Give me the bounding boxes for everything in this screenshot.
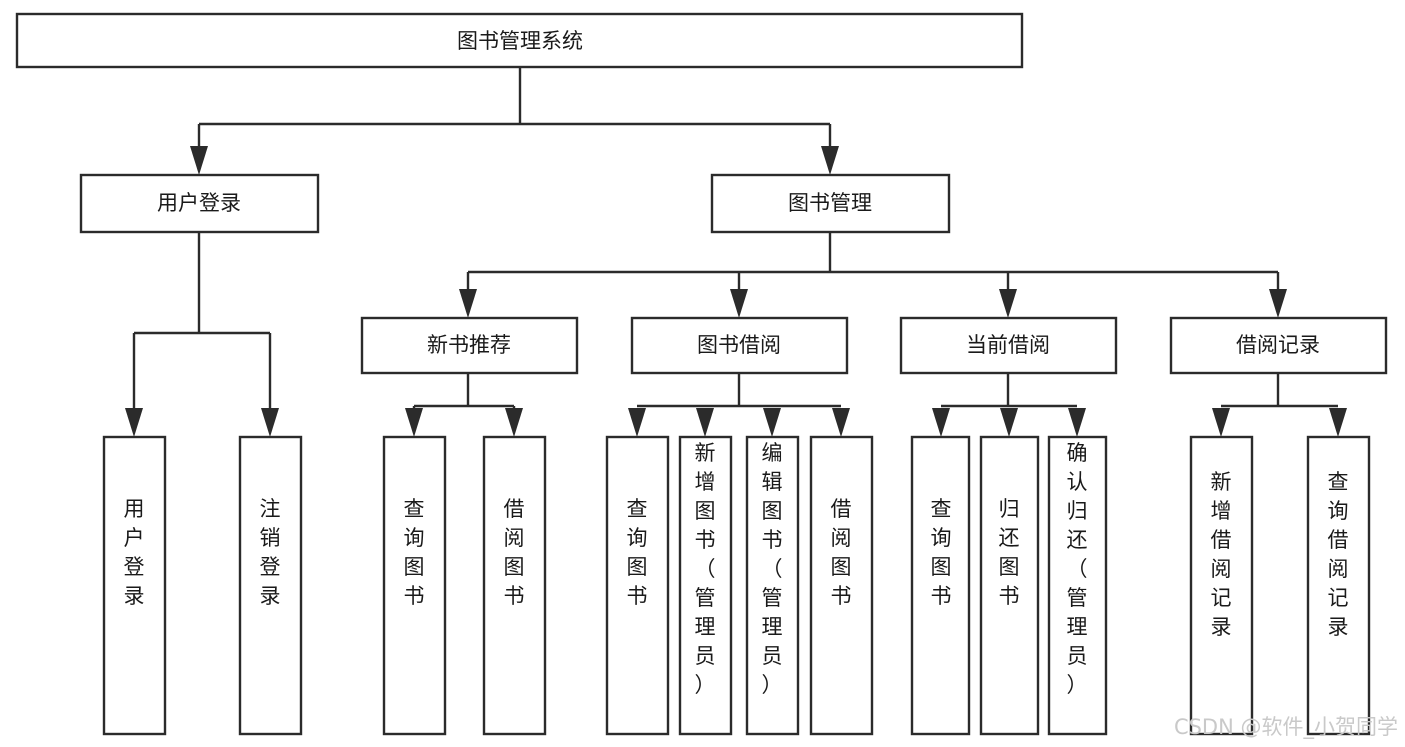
leaf-user-login-user-login-box[interactable] <box>102 435 167 736</box>
node-book-management-box[interactable] <box>710 173 951 234</box>
leaf-book-borrow-query-book-label: 查询图书 <box>627 497 648 608</box>
arrow-leaf-current-borrow-3 <box>1068 408 1086 437</box>
arrow-leaf-current-borrow-2 <box>1000 408 1018 437</box>
leaf-borrow-record-query-record-label: 查询借阅记录 <box>1328 470 1349 639</box>
leaf-current-borrow-confirm-return-admin-label: 确认归还（管理员） <box>1067 441 1088 697</box>
csdn-watermark: CSDN @软件_小贺同学 <box>1174 715 1398 740</box>
node-borrow-record[interactable]: 借阅记录 <box>1169 316 1388 375</box>
leaf-new-book-borrow-book-label: 借阅图书 <box>504 497 525 608</box>
leaf-book-borrow-add-book-admin-box[interactable] <box>678 435 733 736</box>
node-book-borrow-label: 图书借阅 <box>697 333 781 357</box>
node-user-login-label: 用户登录 <box>157 191 241 215</box>
leaf-user-login-user-login-label: 用户登录 <box>124 497 145 608</box>
connector-layer <box>125 67 1347 437</box>
node-user-login-box[interactable] <box>79 173 320 234</box>
leaf-user-login-user-login[interactable]: 用户登录 <box>102 435 167 736</box>
leaf-current-borrow-return-book-label: 归还图书 <box>999 497 1020 608</box>
arrow-leaf-book-borrow-3 <box>763 408 781 437</box>
leaf-book-borrow-edit-book-admin[interactable]: 编辑图书（管理员） <box>745 435 800 736</box>
arrow-leaf-new-book-2 <box>505 408 523 437</box>
leaf-current-borrow-return-book[interactable]: 归还图书 <box>979 435 1040 736</box>
arrow-to-book-manage <box>821 146 839 175</box>
arrow-leaf-user-login-2 <box>261 408 279 437</box>
arrow-leaf-borrow-record-1 <box>1212 408 1230 437</box>
arrow-to-book-borrow <box>730 289 748 318</box>
leaf-borrow-record-add-record[interactable]: 新增借阅记录 <box>1189 435 1254 736</box>
arrow-leaf-book-borrow-4 <box>832 408 850 437</box>
leaf-current-borrow-confirm-return-admin-box[interactable] <box>1047 435 1108 736</box>
node-book-borrow-box[interactable] <box>630 316 849 375</box>
node-new-book-recommend-label: 新书推荐 <box>427 333 511 357</box>
leaf-book-borrow-borrow-book-label: 借阅图书 <box>831 497 852 608</box>
arrow-leaf-current-borrow-1 <box>932 408 950 437</box>
leaf-book-borrow-query-book-box[interactable] <box>605 435 670 736</box>
arrow-to-new-book <box>459 289 477 318</box>
leaf-new-book-query-book-label: 查询图书 <box>404 497 425 608</box>
leaf-book-borrow-borrow-book[interactable]: 借阅图书 <box>809 435 874 736</box>
node-current-borrow-box[interactable] <box>899 316 1118 375</box>
arrow-to-user-login <box>190 146 208 175</box>
leaf-book-borrow-edit-book-admin-label: 编辑图书（管理员） <box>762 441 783 697</box>
arrow-leaf-book-borrow-2 <box>696 408 714 437</box>
leaf-current-borrow-confirm-return-admin[interactable]: 确认归还（管理员） <box>1047 435 1108 736</box>
arrow-to-current-borrow <box>999 289 1017 318</box>
node-book-borrow[interactable]: 图书借阅 <box>630 316 849 375</box>
arrow-leaf-borrow-record-2 <box>1329 408 1347 437</box>
leaf-book-borrow-query-book[interactable]: 查询图书 <box>605 435 670 736</box>
leaf-borrow-record-query-record-box[interactable] <box>1306 435 1371 736</box>
arrow-leaf-book-borrow-1 <box>628 408 646 437</box>
leaf-book-borrow-add-book-admin-label: 新增图书（管理员） <box>695 441 716 697</box>
leaf-current-borrow-query-book-label: 查询图书 <box>931 497 952 608</box>
node-user-login[interactable]: 用户登录 <box>79 173 320 234</box>
leaf-borrow-record-query-record[interactable]: 查询借阅记录 <box>1306 435 1371 736</box>
leaf-current-borrow-query-book-box[interactable] <box>910 435 971 736</box>
leaf-borrow-record-add-record-label: 新增借阅记录 <box>1211 470 1232 639</box>
arrow-to-borrow-record <box>1269 289 1287 318</box>
node-current-borrow[interactable]: 当前借阅 <box>899 316 1118 375</box>
leaf-new-book-query-book[interactable]: 查询图书 <box>382 435 447 736</box>
leaf-book-borrow-add-book-admin[interactable]: 新增图书（管理员） <box>678 435 733 736</box>
node-borrow-record-box[interactable] <box>1169 316 1388 375</box>
leaf-user-login-logout-box[interactable] <box>238 435 303 736</box>
arrow-leaf-user-login-1 <box>125 408 143 437</box>
node-borrow-record-label: 借阅记录 <box>1236 333 1320 357</box>
leaf-current-borrow-query-book[interactable]: 查询图书 <box>910 435 971 736</box>
node-root-book-management-system[interactable]: 图书管理系统 <box>15 12 1024 69</box>
node-new-book-recommend[interactable]: 新书推荐 <box>360 316 579 375</box>
leaf-user-login-logout-label: 注销登录 <box>260 497 281 608</box>
leaf-borrow-record-add-record-box[interactable] <box>1189 435 1254 736</box>
node-root-label: 图书管理系统 <box>457 29 583 53</box>
node-book-management[interactable]: 图书管理 <box>710 173 951 234</box>
leaf-new-book-borrow-book-box[interactable] <box>482 435 547 736</box>
arrow-leaf-new-book-1 <box>405 408 423 437</box>
leaf-new-book-query-book-box[interactable] <box>382 435 447 736</box>
leaf-book-borrow-edit-book-admin-box[interactable] <box>745 435 800 736</box>
leaf-new-book-borrow-book[interactable]: 借阅图书 <box>482 435 547 736</box>
leaf-current-borrow-return-book-box[interactable] <box>979 435 1040 736</box>
leaf-user-login-logout[interactable]: 注销登录 <box>238 435 303 736</box>
node-current-borrow-label: 当前借阅 <box>966 333 1050 357</box>
node-book-management-label: 图书管理 <box>788 191 872 215</box>
node-root-box[interactable] <box>15 12 1024 69</box>
node-new-book-recommend-box[interactable] <box>360 316 579 375</box>
leaf-book-borrow-borrow-book-box[interactable] <box>809 435 874 736</box>
